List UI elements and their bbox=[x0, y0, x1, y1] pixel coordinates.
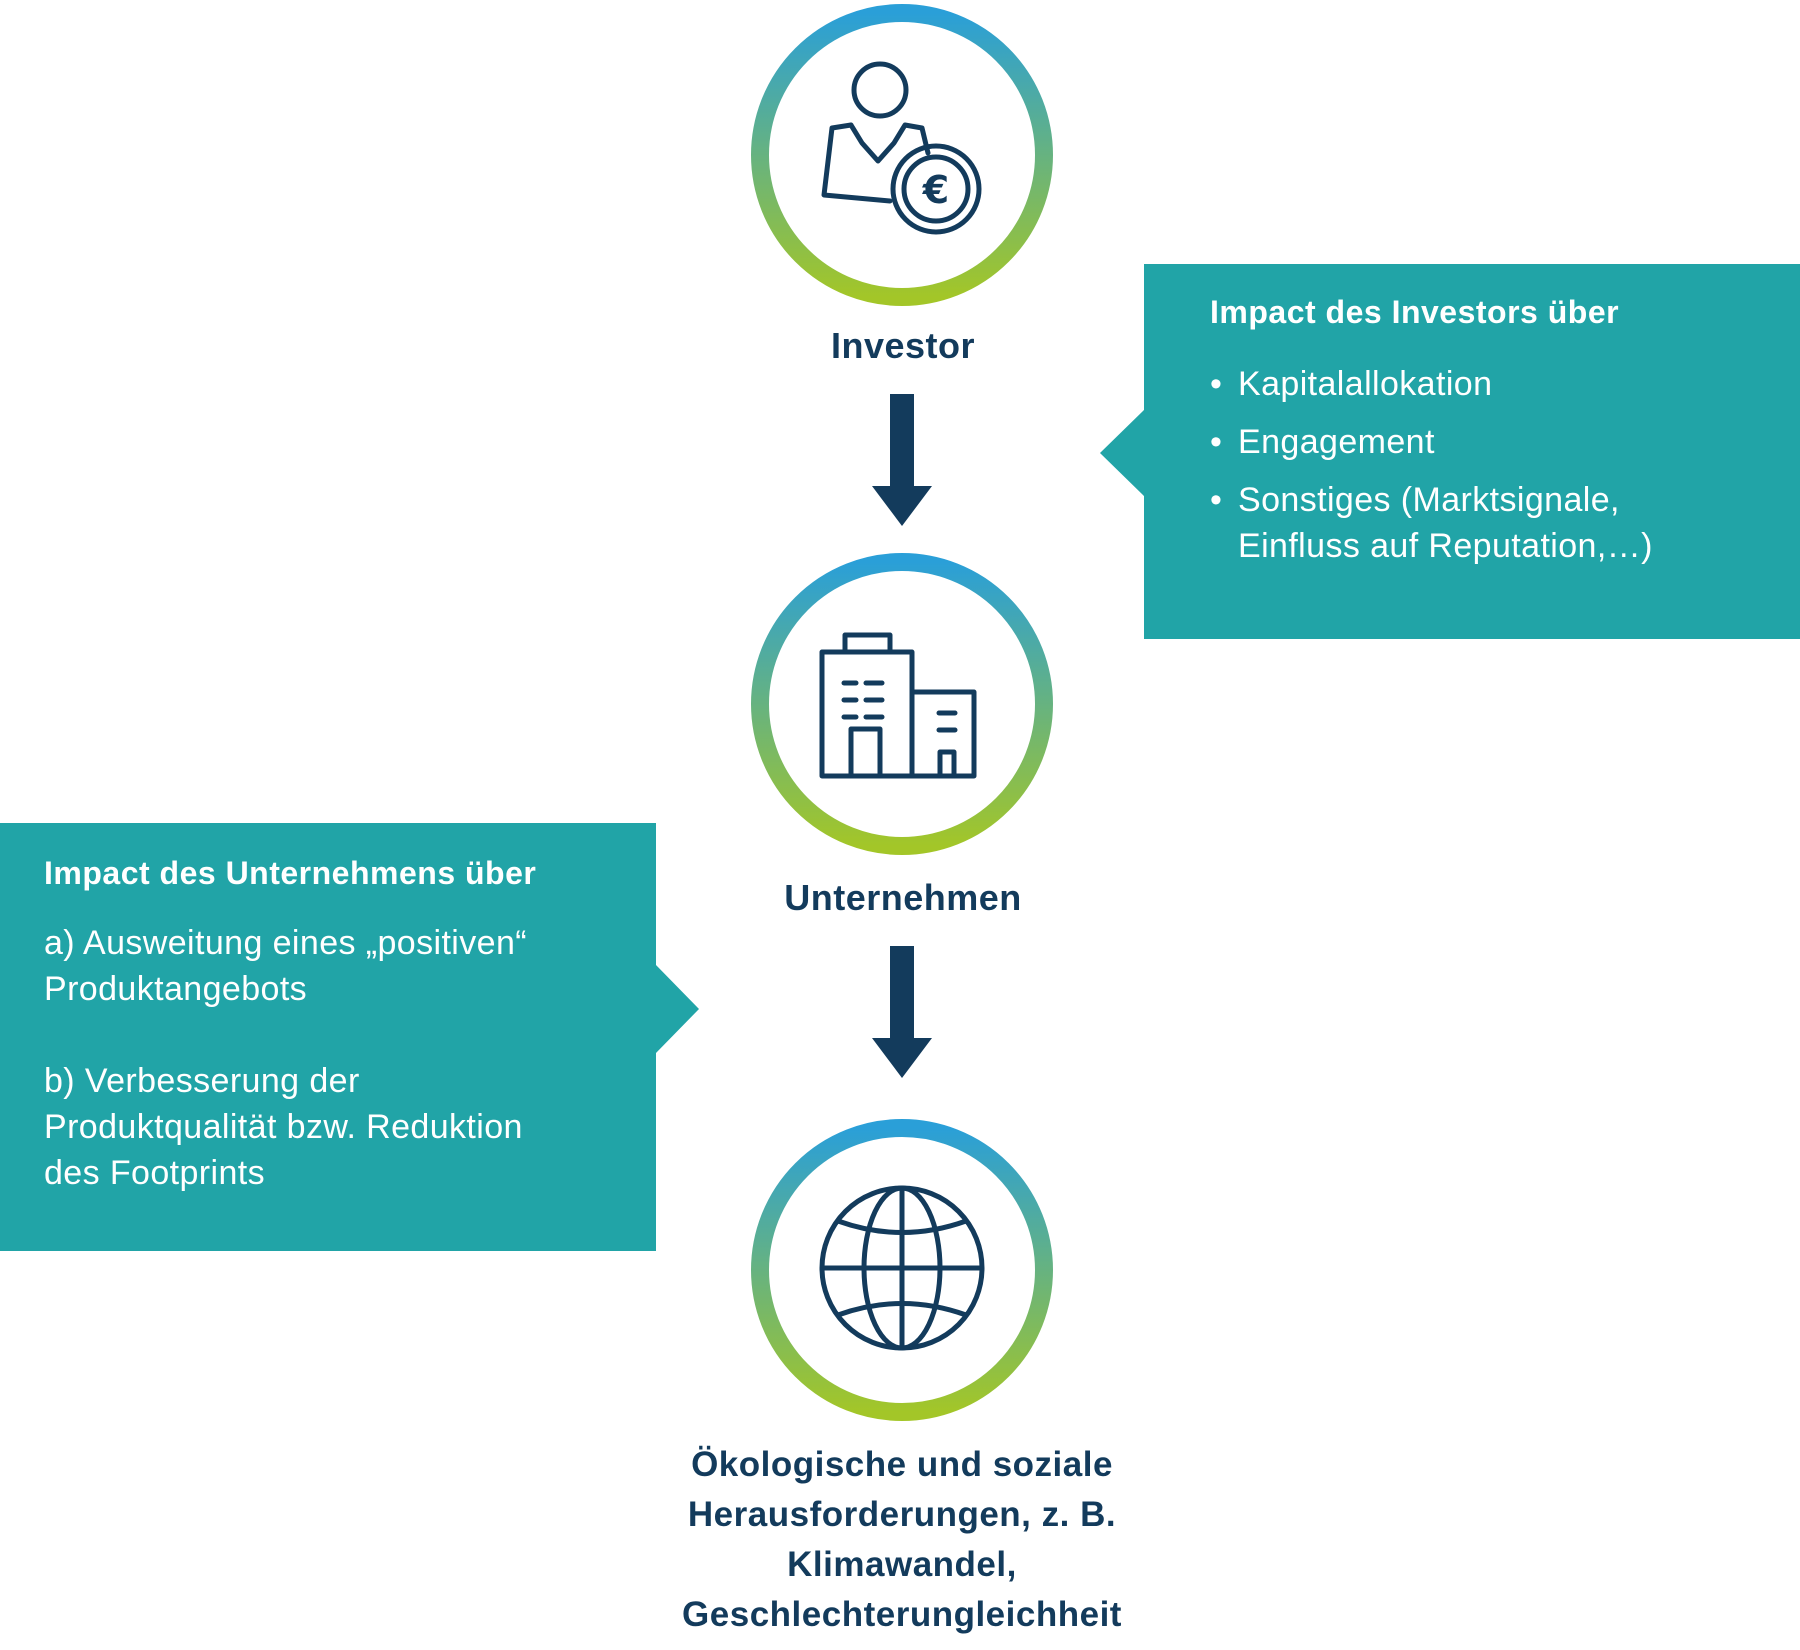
company-callout-pointer bbox=[655, 964, 699, 1054]
company-node bbox=[751, 553, 1053, 855]
globe-icon bbox=[819, 1185, 985, 1351]
company-label: Unternehmen bbox=[784, 877, 1022, 918]
company-callout: Impact des Unternehmens über a) Ausweitu… bbox=[0, 823, 656, 1251]
list-item: • Sonstiges (Marktsignale, Einfluss auf … bbox=[1210, 481, 1653, 565]
investor-callout: Impact des Investors über • Kapitalallok… bbox=[1144, 264, 1800, 639]
building-icon bbox=[819, 632, 977, 779]
company-callout-title: Impact des Unternehmens über bbox=[44, 855, 537, 891]
company-callout-item-a: a) Ausweitung eines „positiven“ Produkta… bbox=[44, 924, 527, 1008]
svg-text:€: € bbox=[922, 168, 949, 212]
challenges-node bbox=[751, 1119, 1053, 1421]
challenges-label-line-4: Geschlechterungleichheit bbox=[682, 1595, 1122, 1634]
investor-callout-pointer bbox=[1100, 408, 1146, 498]
company-ring bbox=[751, 553, 1053, 855]
investor-callout-list: • Kapitalallokation • Engagement • Sonst… bbox=[1210, 361, 1800, 569]
challenges-label: Ökologische und soziale Herausforderunge… bbox=[600, 1440, 1204, 1640]
challenges-label-line-2: Herausforderungen, z. B. bbox=[687, 1495, 1117, 1534]
arrow-company-to-challenges bbox=[872, 946, 932, 1078]
list-item: • Kapitalallokation bbox=[1210, 365, 1493, 403]
arrow-investor-to-company bbox=[872, 394, 932, 526]
challenges-label-line-1: Ökologische und soziale bbox=[691, 1445, 1113, 1484]
investor-ring bbox=[751, 4, 1053, 306]
investor-node: € bbox=[751, 4, 1053, 306]
challenges-label-line-3: Klimawandel, bbox=[787, 1545, 1017, 1584]
investor-euro-icon: € bbox=[821, 61, 982, 235]
company-callout-item-b: b) Verbesserung der Produktqualität bzw.… bbox=[44, 1062, 523, 1192]
investor-callout-title: Impact des Investors über bbox=[1210, 294, 1620, 330]
list-item: • Engagement bbox=[1210, 423, 1435, 461]
investor-label: Investor bbox=[830, 325, 976, 366]
